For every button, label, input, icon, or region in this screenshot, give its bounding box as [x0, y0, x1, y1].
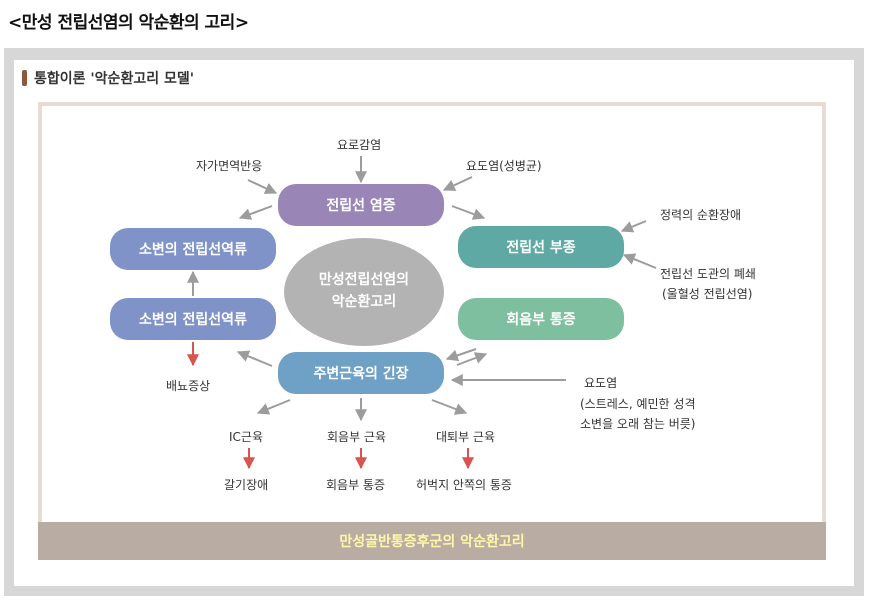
arrow-duct-to-swelling	[622, 253, 657, 269]
center-line1: 만성전립선염의	[318, 272, 410, 289]
page-title: <만성 전립선염의 악순환의 고리>	[8, 13, 249, 33]
label-autoimmune: 자가면역반응	[196, 159, 263, 173]
arrow-perineum-to-tension	[445, 348, 477, 362]
arrow-tension-to-ic	[256, 399, 291, 415]
label-urination: 배뇨증상	[166, 379, 211, 393]
node-reflux-lower: 소변의 전립선역류	[110, 298, 276, 340]
arrow-autoimmune-to-prostatitis	[247, 179, 278, 194]
arrow-tension-to-perineum	[456, 352, 488, 366]
node-muscle-tension: 주변근육의 긴장	[278, 352, 444, 394]
node-swelling: 전립선 부종	[458, 226, 624, 268]
arrow-tension-to-reflux	[236, 350, 273, 367]
label-adductor-muscle: 대퇴부 근육	[436, 430, 496, 444]
section-title: 통합이론 '악순환고리 모델'	[34, 71, 194, 87]
node-prostatitis: 전립선 염증	[278, 184, 444, 226]
label-thigh-symptom: 허벅지 안쪽의 통증	[416, 478, 512, 492]
label-ic-symptom: 갈기장애	[224, 478, 269, 492]
center-line2: 악순환고리	[331, 294, 397, 310]
node-reflux-upper: 소변의 전립선역류	[110, 228, 276, 270]
label-urethritis2-line2: (스트레스, 예민한 성격	[580, 397, 696, 411]
label-urethritis2-line3: 소변을 오래 참는 버릇)	[580, 417, 696, 431]
label-urethritis2-line1: 요도염	[584, 376, 618, 390]
label-urethritis: 요도염(성병균)	[466, 159, 542, 173]
label-sperm-circulation: 정력의 순환장애	[660, 208, 742, 222]
footer-bar: 만성골반통증후군의 악순환고리	[38, 522, 826, 560]
arrow-prostatitis-to-reflux	[238, 205, 273, 220]
label-duct-line2: (울혈성 전립선염)	[662, 287, 753, 301]
label-perineum-muscle: 회음부 근육	[327, 430, 387, 444]
footer-title: 만성골반통증후군의 악순환고리	[339, 534, 525, 550]
arrow-prostatitis-to-swelling	[451, 205, 486, 220]
arrow-sperm-to-swelling	[620, 220, 647, 233]
arrow-tension-to-adductor	[431, 399, 468, 415]
arrow-urethritis-to-prostatitis	[442, 176, 473, 191]
label-duct-line1: 전립선 도관의 폐쇄	[660, 267, 756, 281]
node-perineum-pain: 회음부 통증	[458, 298, 624, 340]
section-marker	[22, 70, 27, 86]
label-uti: 요로감염	[337, 138, 382, 152]
center-ellipse: 만성전립선염의 악순환고리	[284, 238, 444, 346]
label-perineum-symptom: 회음부 통증	[326, 478, 386, 492]
label-ic-muscle: IC근육	[229, 430, 263, 444]
